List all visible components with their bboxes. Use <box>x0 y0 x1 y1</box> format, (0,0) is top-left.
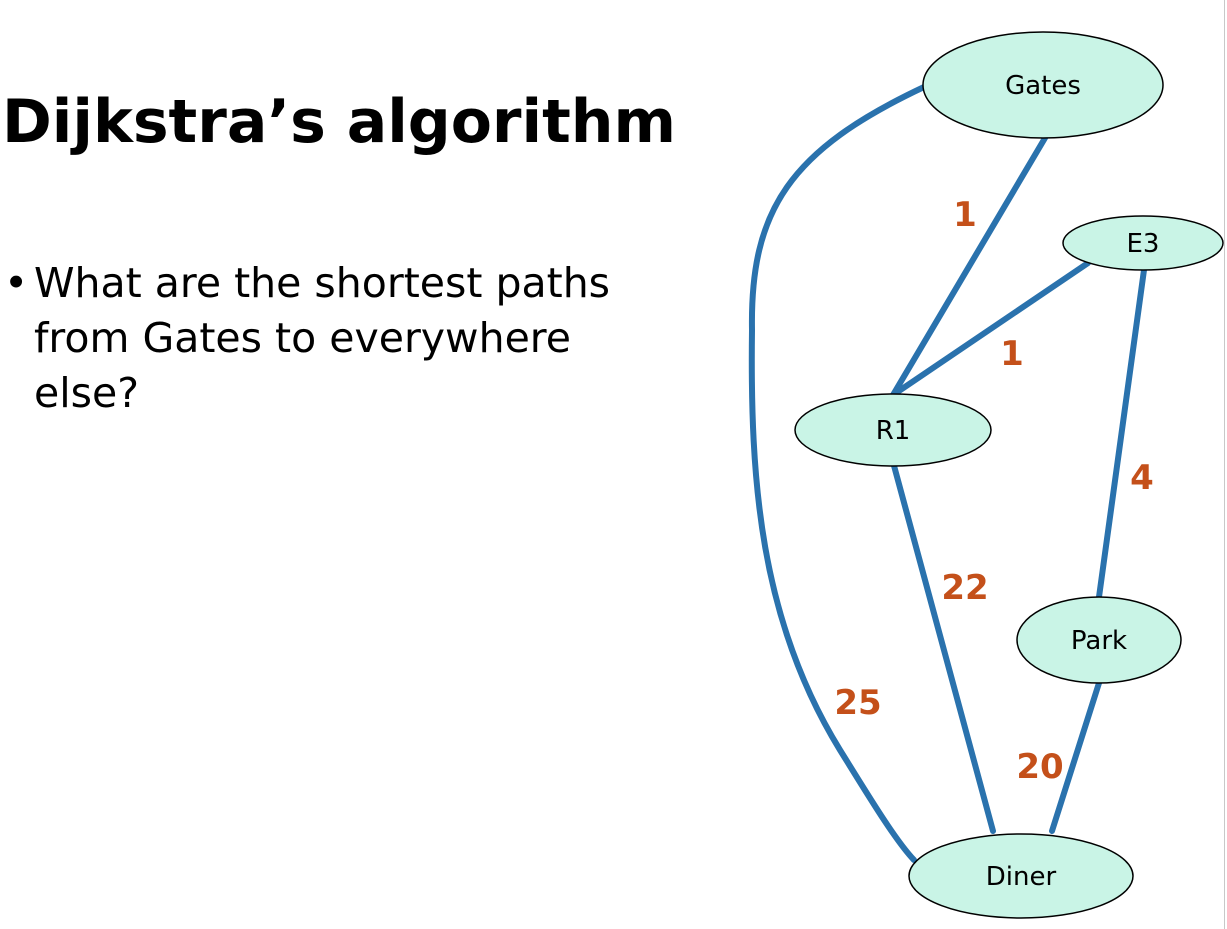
bullet-list: • What are the shortest paths from Gates… <box>0 256 660 421</box>
weight-e3-r1: 1 <box>1000 334 1024 374</box>
edge-r1-diner <box>890 459 996 834</box>
weight-r1-diner: 22 <box>941 568 988 608</box>
slide-right-border <box>1224 0 1225 929</box>
bullet-text: What are the shortest paths from Gates t… <box>34 259 611 417</box>
edge-e3-park <box>1096 267 1147 600</box>
edge-gates-diner <box>748 84 927 863</box>
node-gates: Gates <box>922 31 1164 139</box>
weight-gates-diner: 25 <box>834 683 881 723</box>
edge-gates-r1 <box>890 135 1048 398</box>
node-diner: Diner <box>908 833 1134 919</box>
node-park: Park <box>1016 596 1182 684</box>
edge-park-diner <box>1049 680 1102 834</box>
edge-e3-r1 <box>890 260 1091 398</box>
node-r1: R1 <box>794 393 992 467</box>
node-label-diner: Diner <box>986 862 1057 892</box>
bullet-dot-icon: • <box>4 259 29 307</box>
node-label-park: Park <box>1071 626 1127 656</box>
slide-title: Dijkstra’s algorithm <box>2 87 677 157</box>
node-label-e3: E3 <box>1127 229 1160 259</box>
node-label-r1: R1 <box>876 416 911 446</box>
node-e3: E3 <box>1062 215 1224 271</box>
weight-e3-park: 4 <box>1130 458 1154 498</box>
weight-gates-r1: 1 <box>953 195 977 235</box>
weight-park-diner: 20 <box>1016 747 1063 787</box>
bullet-item: • What are the shortest paths from Gates… <box>0 256 660 421</box>
node-label-gates: Gates <box>1005 71 1081 101</box>
